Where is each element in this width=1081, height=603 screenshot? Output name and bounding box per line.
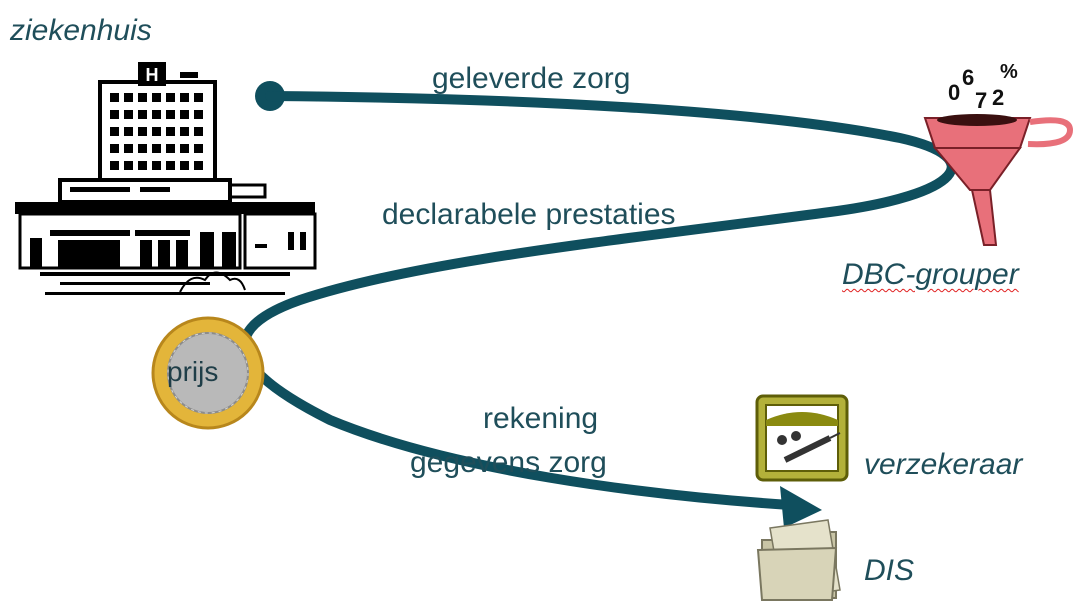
hospital-label: ziekenhuis xyxy=(10,14,152,47)
invoice-label: rekening xyxy=(483,402,599,435)
folder-icon xyxy=(756,519,841,601)
svg-text:2: 2 xyxy=(992,85,1004,110)
flow-arrow xyxy=(239,81,957,528)
price-label: prijs xyxy=(167,356,219,387)
hospital-building-icon: H xyxy=(15,62,317,295)
svg-text:%: % xyxy=(1000,61,1018,83)
svg-text:7: 7 xyxy=(975,88,987,113)
funnel-digits: 0 xyxy=(948,80,960,105)
grouper-label: DBC-grouper xyxy=(842,258,1019,291)
svg-text:6: 6 xyxy=(962,65,974,90)
care-data-label: gegevens zorg xyxy=(410,446,607,479)
insurer-medical-icon xyxy=(755,394,849,482)
euro-coin-icon xyxy=(151,316,265,430)
delivered-care-label: geleverde zorg xyxy=(432,62,631,95)
funnel-grouper-icon: 0 6 7 2 % xyxy=(923,61,1074,246)
claimable-services-label: declarabele prestaties xyxy=(382,198,676,231)
flow-arrowhead xyxy=(780,486,822,528)
svg-text:H: H xyxy=(146,65,159,85)
insurer-label: verzekeraar xyxy=(864,448,1023,481)
dis-label: DIS xyxy=(864,554,915,587)
flow-curve xyxy=(239,91,957,510)
